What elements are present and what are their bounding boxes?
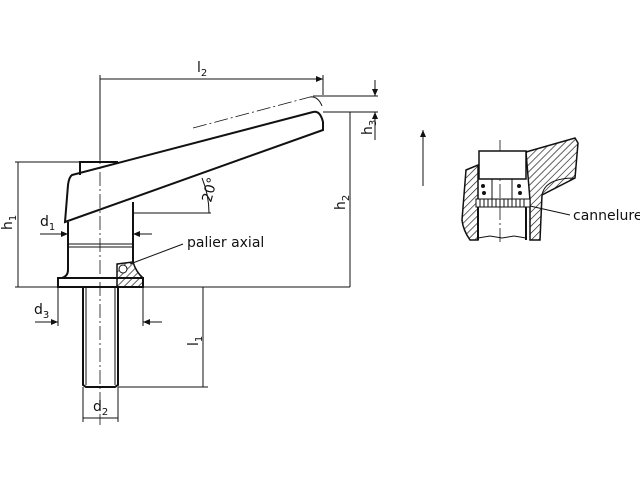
label-l2: l2 xyxy=(197,60,207,79)
label-h2: h2 xyxy=(333,195,352,210)
label-angle: 20° xyxy=(199,176,221,204)
label-d3: d3 xyxy=(34,302,49,321)
spline-detail-view xyxy=(420,130,579,245)
label-d2: d2 xyxy=(93,399,108,418)
label-spline: cannelure xyxy=(573,208,640,224)
spline xyxy=(475,198,531,208)
label-h1: h1 xyxy=(0,215,19,230)
lever-side-view xyxy=(57,96,324,425)
label-l1: l1 xyxy=(186,336,205,346)
label-d1: d1 xyxy=(40,214,55,233)
label-bearing: palier axial xyxy=(187,235,264,251)
dimensions xyxy=(15,75,378,422)
label-h3: h3 xyxy=(360,120,379,135)
